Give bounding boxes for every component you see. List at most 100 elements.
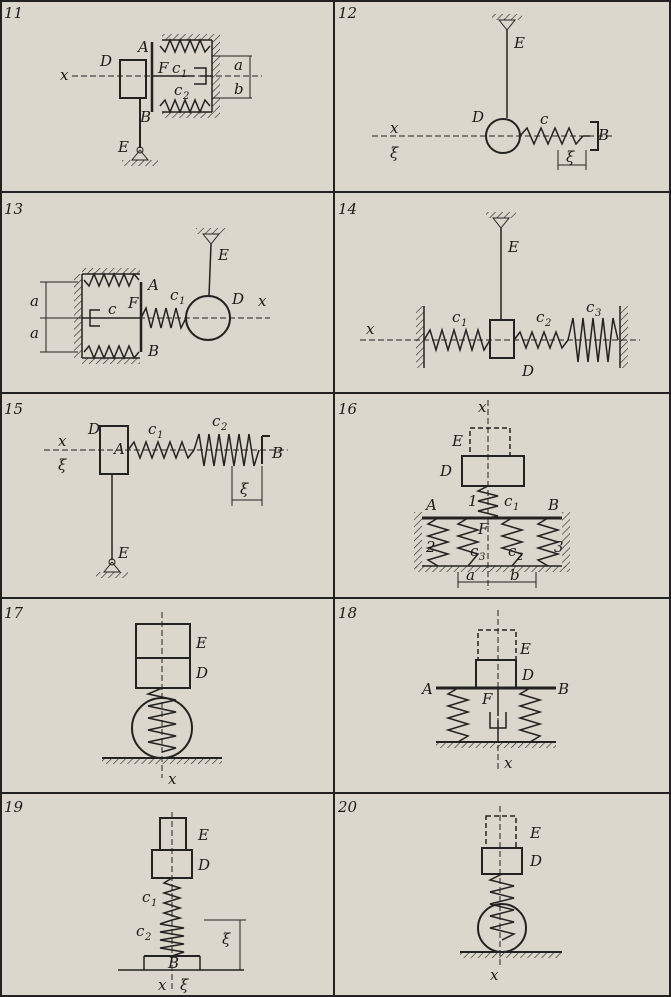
label: D <box>521 362 534 380</box>
label: x <box>390 119 399 137</box>
body-e-dashed <box>477 629 517 661</box>
block-b <box>590 121 599 151</box>
panel-number: 16 <box>338 400 358 418</box>
label: ξ <box>566 148 575 166</box>
label: 2 <box>182 91 189 102</box>
spring-c2 <box>159 98 211 114</box>
label: ξ <box>240 480 249 498</box>
label: D <box>521 666 534 684</box>
label: x <box>490 966 499 984</box>
label: D <box>87 420 100 438</box>
label: E <box>117 544 129 562</box>
spring-c1 <box>475 485 499 519</box>
label: c <box>470 542 479 560</box>
label: x <box>168 770 177 788</box>
label: ξ <box>58 456 67 474</box>
panel-number: 18 <box>338 604 357 622</box>
body-d <box>461 455 525 487</box>
label: c <box>170 286 179 304</box>
label: c <box>148 420 157 438</box>
label: 3 <box>595 308 601 319</box>
label: c <box>452 308 461 326</box>
label: E <box>513 34 525 52</box>
label: B <box>557 680 569 698</box>
label: 2 <box>144 932 151 943</box>
label: B <box>147 342 159 360</box>
label: 1 <box>151 898 157 909</box>
label: c <box>136 922 145 940</box>
ground-e <box>122 160 158 166</box>
label: 2 <box>516 552 523 563</box>
label: c <box>108 300 117 318</box>
label: x <box>60 66 69 84</box>
spring-bottom <box>83 344 140 360</box>
label: F <box>157 59 169 77</box>
spring-right <box>517 687 543 743</box>
body-d <box>135 657 191 689</box>
label: 1 <box>181 69 187 80</box>
label: A <box>424 496 437 514</box>
label: A <box>136 38 149 56</box>
panel-number: 17 <box>4 604 24 622</box>
label: B <box>597 126 609 144</box>
label: c <box>142 888 151 906</box>
label: c <box>172 59 181 77</box>
label: 3 <box>479 552 485 563</box>
label: 2 <box>220 422 227 433</box>
panel-number: 13 <box>4 200 23 218</box>
label: E <box>195 634 207 652</box>
label: ξ <box>222 930 231 948</box>
body-d <box>119 59 147 99</box>
label: B <box>139 108 151 126</box>
spring-c1 <box>127 439 195 461</box>
label: E <box>451 432 463 450</box>
spring-c3 <box>567 317 619 363</box>
label: D <box>231 290 244 308</box>
panel-12: 12 E D c B x ξ ξ <box>338 4 612 170</box>
label: A <box>420 680 433 698</box>
label: 1 <box>513 502 519 513</box>
panel-20: 20 E D x <box>337 798 562 984</box>
label: D <box>471 108 484 126</box>
label: A <box>112 440 125 458</box>
panel-number: 14 <box>338 200 357 218</box>
label: F <box>477 520 489 538</box>
label: a <box>30 292 39 310</box>
label: c <box>540 110 549 128</box>
label: B <box>547 496 559 514</box>
label: c <box>174 81 183 99</box>
body-e <box>135 623 191 659</box>
spring-c1 <box>159 38 211 54</box>
damper-f <box>489 688 507 742</box>
panel-number: 19 <box>4 798 24 816</box>
label: E <box>529 824 541 842</box>
panel-number: 15 <box>4 400 23 418</box>
body-d <box>489 319 515 359</box>
label: 1 <box>179 296 185 307</box>
label: b <box>234 80 244 98</box>
label: F <box>127 294 139 312</box>
label: D <box>195 664 208 682</box>
label: E <box>197 826 209 844</box>
label: c <box>212 412 221 430</box>
label: a <box>30 324 39 342</box>
spring-c3 <box>455 517 481 567</box>
damper <box>152 67 212 85</box>
label: c <box>508 542 517 560</box>
label: E <box>519 640 531 658</box>
label: x <box>366 320 375 338</box>
label: D <box>99 52 112 70</box>
panel-18: 18 E D A F B x <box>338 604 569 772</box>
spring-c1 <box>161 877 183 921</box>
body-e-dashed <box>469 427 511 457</box>
panel-number: 12 <box>338 4 357 22</box>
label: x <box>478 398 487 416</box>
label: E <box>117 138 129 156</box>
spring-c2 <box>513 329 569 351</box>
